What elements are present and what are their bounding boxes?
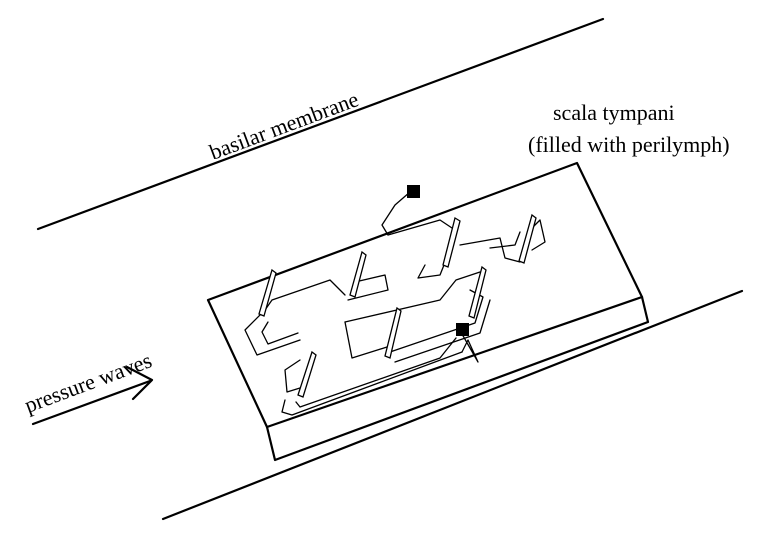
electrode-3 — [297, 350, 317, 398]
electrodes — [258, 213, 537, 398]
pressure-waves-label: pressure waves — [21, 347, 155, 417]
basilar-membrane-label: basilar membrane — [206, 86, 362, 164]
wiring-traces — [244, 191, 546, 416]
basilar-membrane-line — [36, 17, 605, 231]
electrode-1 — [258, 268, 277, 317]
electrode-5 — [442, 216, 461, 268]
lower-wall-line — [161, 289, 744, 521]
contact-pad-bottom — [456, 323, 469, 336]
electrode-7 — [518, 213, 537, 264]
electrode-2 — [349, 250, 367, 298]
scala-tympani-label: scala tympani — [553, 100, 675, 125]
contact-pad-top — [407, 185, 420, 198]
pressure-arrow — [31, 365, 154, 426]
electrode-6 — [468, 265, 487, 319]
electrode-4 — [384, 306, 402, 359]
device-chip — [206, 161, 650, 462]
perilymph-label: (filled with perilymph) — [528, 132, 730, 157]
